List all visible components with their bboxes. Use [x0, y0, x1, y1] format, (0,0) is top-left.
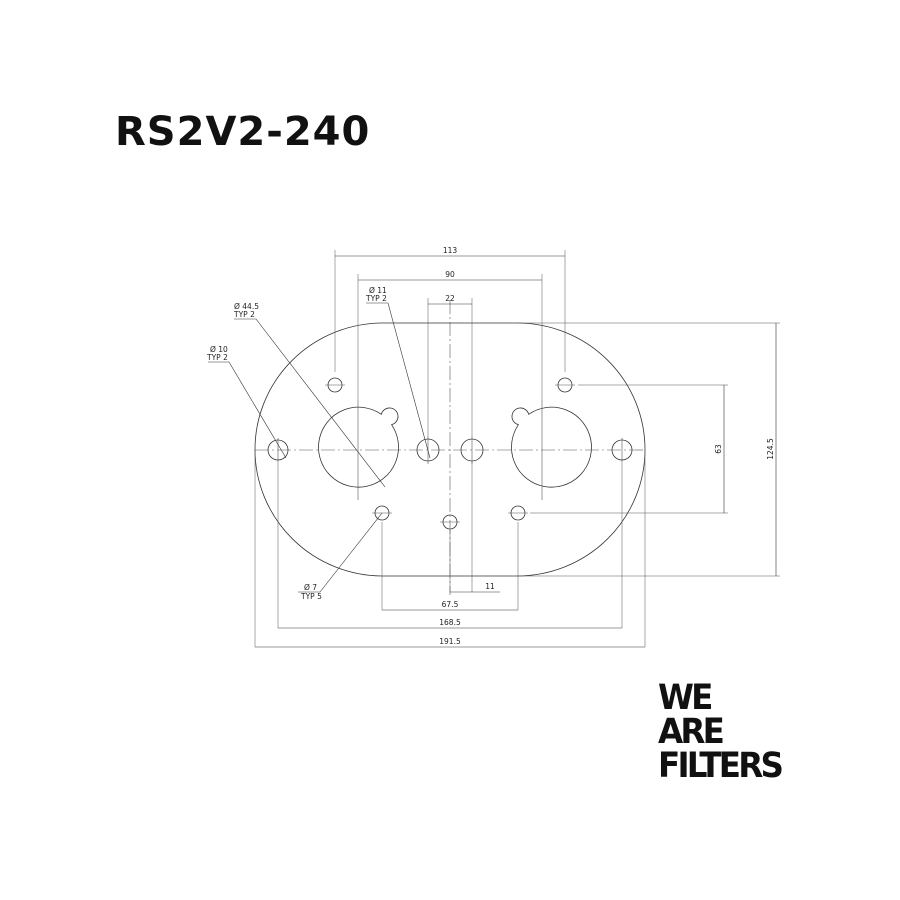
callout-dia11-size: Ø 11	[369, 286, 387, 295]
callout-dia11-typ: TYP 2	[365, 294, 387, 303]
logo-line-filters: FILTERS	[658, 746, 784, 786]
extension-lines	[254, 250, 780, 647]
callout-dia7-size: Ø 7	[304, 583, 317, 592]
dim-124-5: 124.5	[766, 438, 775, 460]
leader-lines	[208, 302, 431, 593]
dimension-lines	[255, 255, 777, 648]
drawing-title: RS2V2-240	[115, 109, 371, 155]
dim-63: 63	[714, 444, 723, 454]
callout-dia44-5-typ: TYP 2	[233, 310, 255, 319]
brand-logo: WE ARE FILTERS	[658, 678, 784, 786]
large-hole-left	[318, 406, 399, 488]
dim-113: 113	[443, 246, 458, 255]
logo-line-we: WE	[658, 678, 713, 718]
logo-line-are: ARE	[658, 712, 725, 752]
dim-22: 22	[445, 294, 455, 303]
callout-dia10-typ: TYP 2	[206, 353, 228, 362]
dim-191-5: 191.5	[439, 637, 461, 646]
dim-67-5: 67.5	[442, 600, 459, 609]
centre-marks	[255, 300, 645, 595]
dim-168-5: 168.5	[439, 618, 461, 627]
callout-dia44-5-size: Ø 44.5	[234, 302, 259, 311]
callout-dia10-size: Ø 10	[210, 345, 228, 354]
large-hole-right	[511, 406, 592, 488]
dim-90: 90	[445, 270, 455, 279]
callout-dia7-typ: TYP 5	[300, 592, 322, 601]
dim-11: 11	[485, 582, 495, 591]
